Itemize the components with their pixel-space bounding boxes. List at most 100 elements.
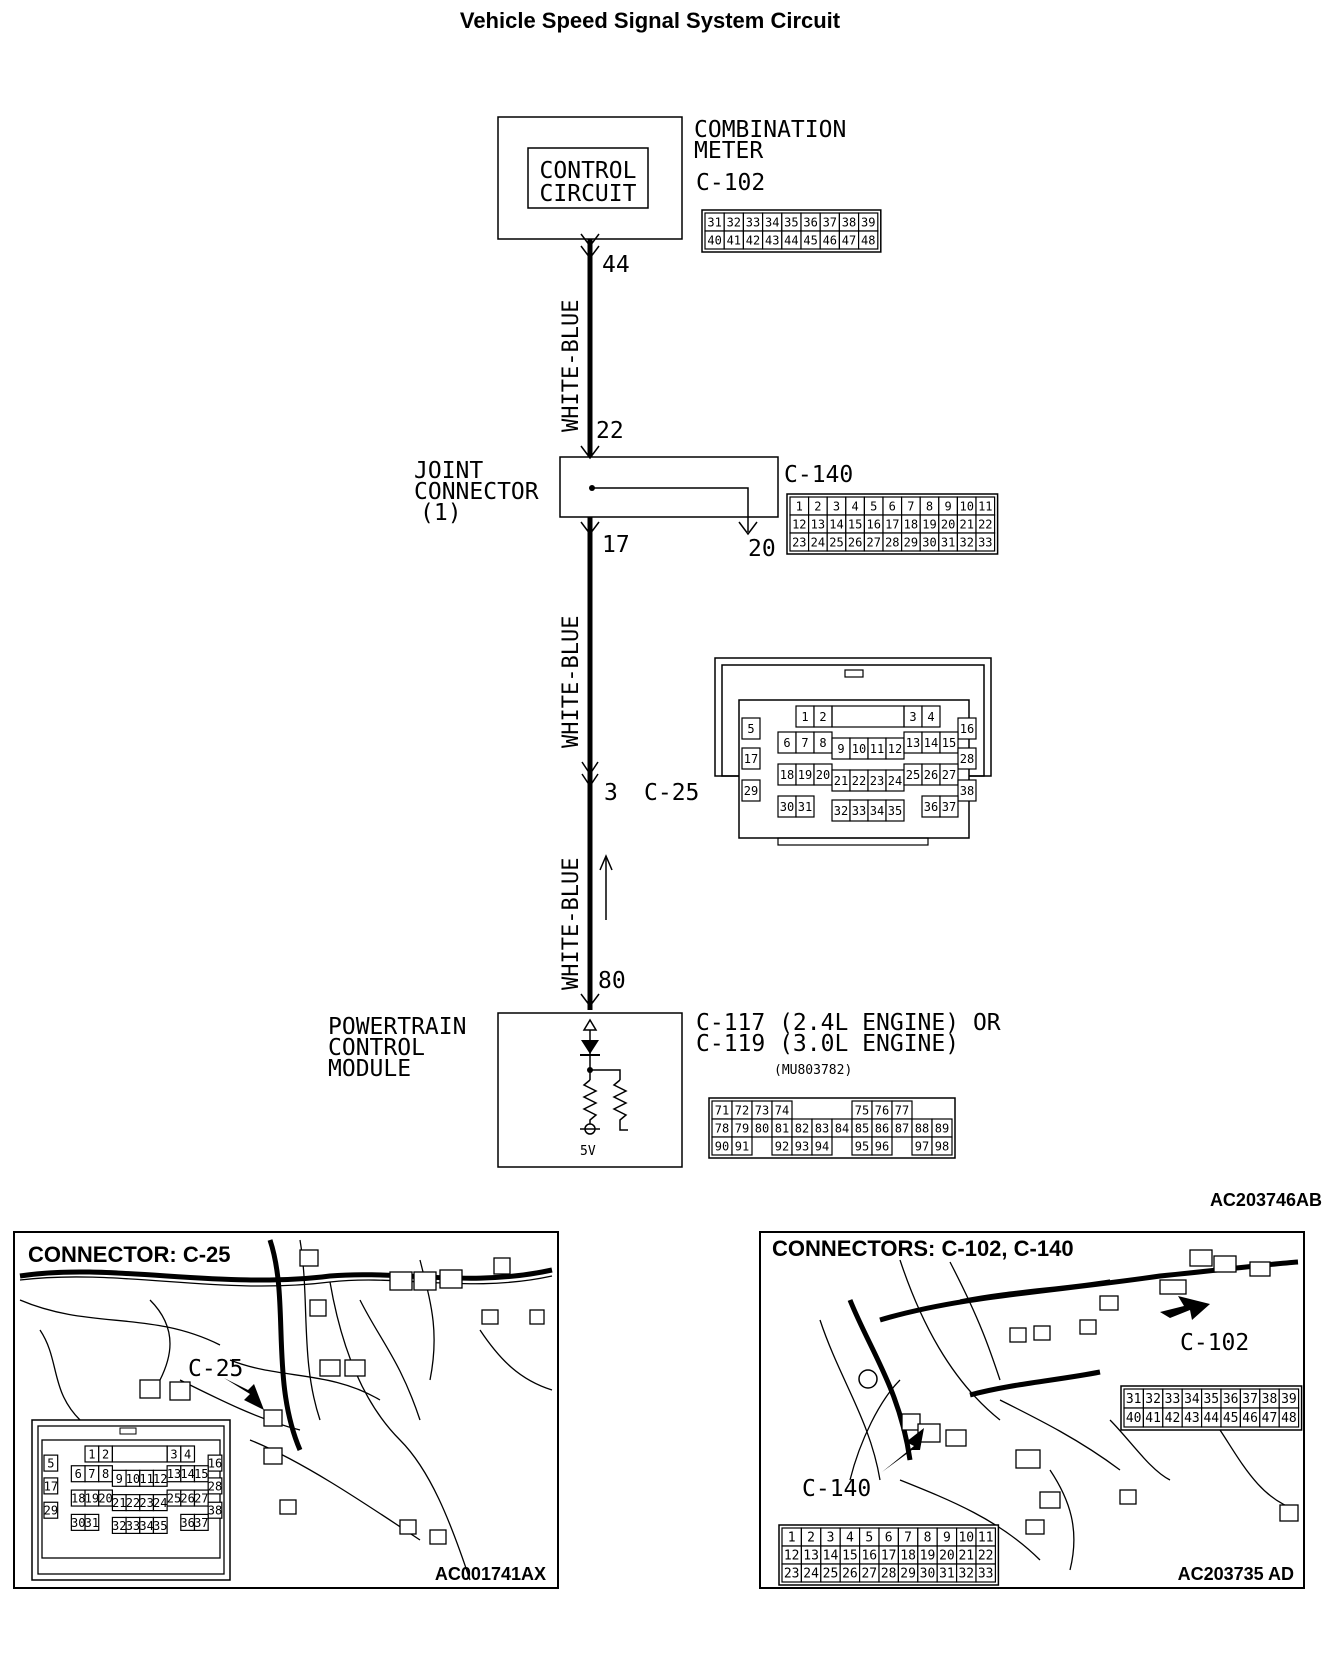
pin-20: 20 [748,536,776,562]
combination-meter-label-2: METER [694,138,763,164]
photo-c25-pin-20: 20 [98,1489,114,1507]
svg-text:32: 32 [834,804,848,818]
photo-c25-pin-7: 7 [84,1465,100,1483]
photo-c25-pin-10: 10 [125,1469,141,1487]
svg-text:90: 90 [715,1140,729,1154]
photo-c25-pin-9: 9 [111,1469,127,1487]
svg-text:36: 36 [924,800,938,814]
svg-text:6: 6 [885,1531,893,1546]
photo-c25-code: AC001741AX [435,1564,546,1584]
pin-3: 3 [604,780,618,806]
c25-pin-38: 38 [957,779,977,802]
photo-c25-pin-37: 37 [193,1513,209,1531]
svg-text:8: 8 [819,736,826,750]
svg-text:3: 3 [833,500,840,514]
photo-c25-pin-25: 25 [166,1489,182,1507]
svg-text:79: 79 [735,1122,749,1136]
svg-text:88: 88 [915,1122,929,1136]
svg-text:21: 21 [834,774,848,788]
photo-c25-pin-5: 5 [43,1454,59,1472]
svg-text:82: 82 [795,1122,809,1136]
svg-text:22: 22 [126,1496,140,1510]
c102-label: C-102 [696,170,765,196]
photo-c102-pin-46: 46 [1239,1407,1261,1428]
pcm-pin-76: 76 [871,1100,893,1120]
c102-pin-32: 32 [723,212,745,232]
svg-text:32: 32 [727,216,741,230]
photo-c25-pin-38: 38 [207,1501,223,1519]
svg-text:21: 21 [958,1549,974,1564]
svg-text:5: 5 [747,722,754,736]
photo-c25-pin-8: 8 [98,1465,114,1483]
photo-c25-pin-26: 26 [180,1489,196,1507]
svg-text:29: 29 [44,1504,58,1518]
svg-text:45: 45 [1223,1411,1239,1426]
pcm-label-3: MODULE [328,1056,411,1082]
pcm-pin-72: 72 [731,1100,753,1120]
svg-text:33: 33 [852,804,866,818]
svg-text:43: 43 [1184,1411,1200,1426]
wire-color-mid: WHITE-BLUE [559,616,584,748]
photo-c25-pin-24: 24 [152,1494,168,1512]
svg-text:11: 11 [139,1472,153,1486]
c140-pin-4: 4 [845,496,865,516]
svg-text:43: 43 [765,234,779,248]
svg-text:11: 11 [978,1531,994,1546]
svg-text:18: 18 [900,1549,916,1564]
svg-text:33: 33 [126,1519,140,1533]
c25-pin-17: 17 [741,747,761,770]
photo-c140-pin-6: 6 [878,1527,899,1547]
photo-c140-pin-15: 15 [839,1545,861,1565]
svg-text:41: 41 [727,234,741,248]
svg-text:7: 7 [907,500,914,514]
svg-text:9: 9 [944,500,951,514]
photo-c25-pin-29: 29 [43,1501,59,1519]
svg-text:72: 72 [735,1104,749,1118]
photo-c25-pin-12: 12 [152,1469,168,1487]
svg-text:22: 22 [978,518,992,532]
svg-text:94: 94 [815,1140,829,1154]
c140-pin-22: 22 [975,514,996,534]
svg-text:35: 35 [888,804,902,818]
svg-text:3: 3 [170,1447,177,1461]
c102-pin-48: 48 [857,230,879,250]
svg-text:23: 23 [792,536,806,550]
svg-text:44: 44 [1203,1411,1219,1426]
pcm-connector-label-2: C-119 (3.0L ENGINE) [696,1031,959,1057]
svg-text:19: 19 [85,1492,99,1506]
photo-c140-pin-9: 9 [936,1527,958,1547]
c102-pin-35: 35 [781,212,802,232]
photo-c102-pin-31: 31 [1123,1388,1144,1409]
photo-c25-pin-16: 16 [207,1454,223,1472]
photo-c25-pin-3: 3 [166,1445,182,1463]
svg-text:27: 27 [194,1492,208,1506]
photo-c140-pin-2: 2 [800,1527,822,1547]
svg-text:9: 9 [943,1531,951,1546]
svg-text:31: 31 [85,1516,99,1530]
c25-pin-28: 28 [957,747,977,770]
svg-text:16: 16 [861,1549,877,1564]
c140-label: C-140 [784,462,853,488]
svg-text:16: 16 [960,722,974,736]
c140-pin-23: 23 [789,532,810,552]
svg-text:73: 73 [755,1104,769,1118]
svg-text:12: 12 [888,742,902,756]
photo-c25-pin-22: 22 [125,1494,141,1512]
c25-pin-24: 24 [885,769,905,792]
svg-text:13: 13 [906,736,920,750]
c25-pin-11: 11 [867,737,887,760]
svg-text:29: 29 [744,784,758,798]
svg-text:28: 28 [960,752,974,766]
svg-text:5: 5 [47,1457,54,1471]
svg-text:26: 26 [924,768,938,782]
c25-pin-37: 37 [939,795,959,818]
pcm-pin-90: 90 [711,1136,733,1156]
c102-pin-39: 39 [857,212,879,232]
svg-text:25: 25 [829,536,843,550]
c25-pin-15: 15 [939,731,959,754]
svg-text:18: 18 [904,518,918,532]
svg-text:10: 10 [852,742,866,756]
c102-pin-34: 34 [761,212,783,232]
svg-text:46: 46 [823,234,837,248]
c140-pin-5: 5 [863,496,884,516]
